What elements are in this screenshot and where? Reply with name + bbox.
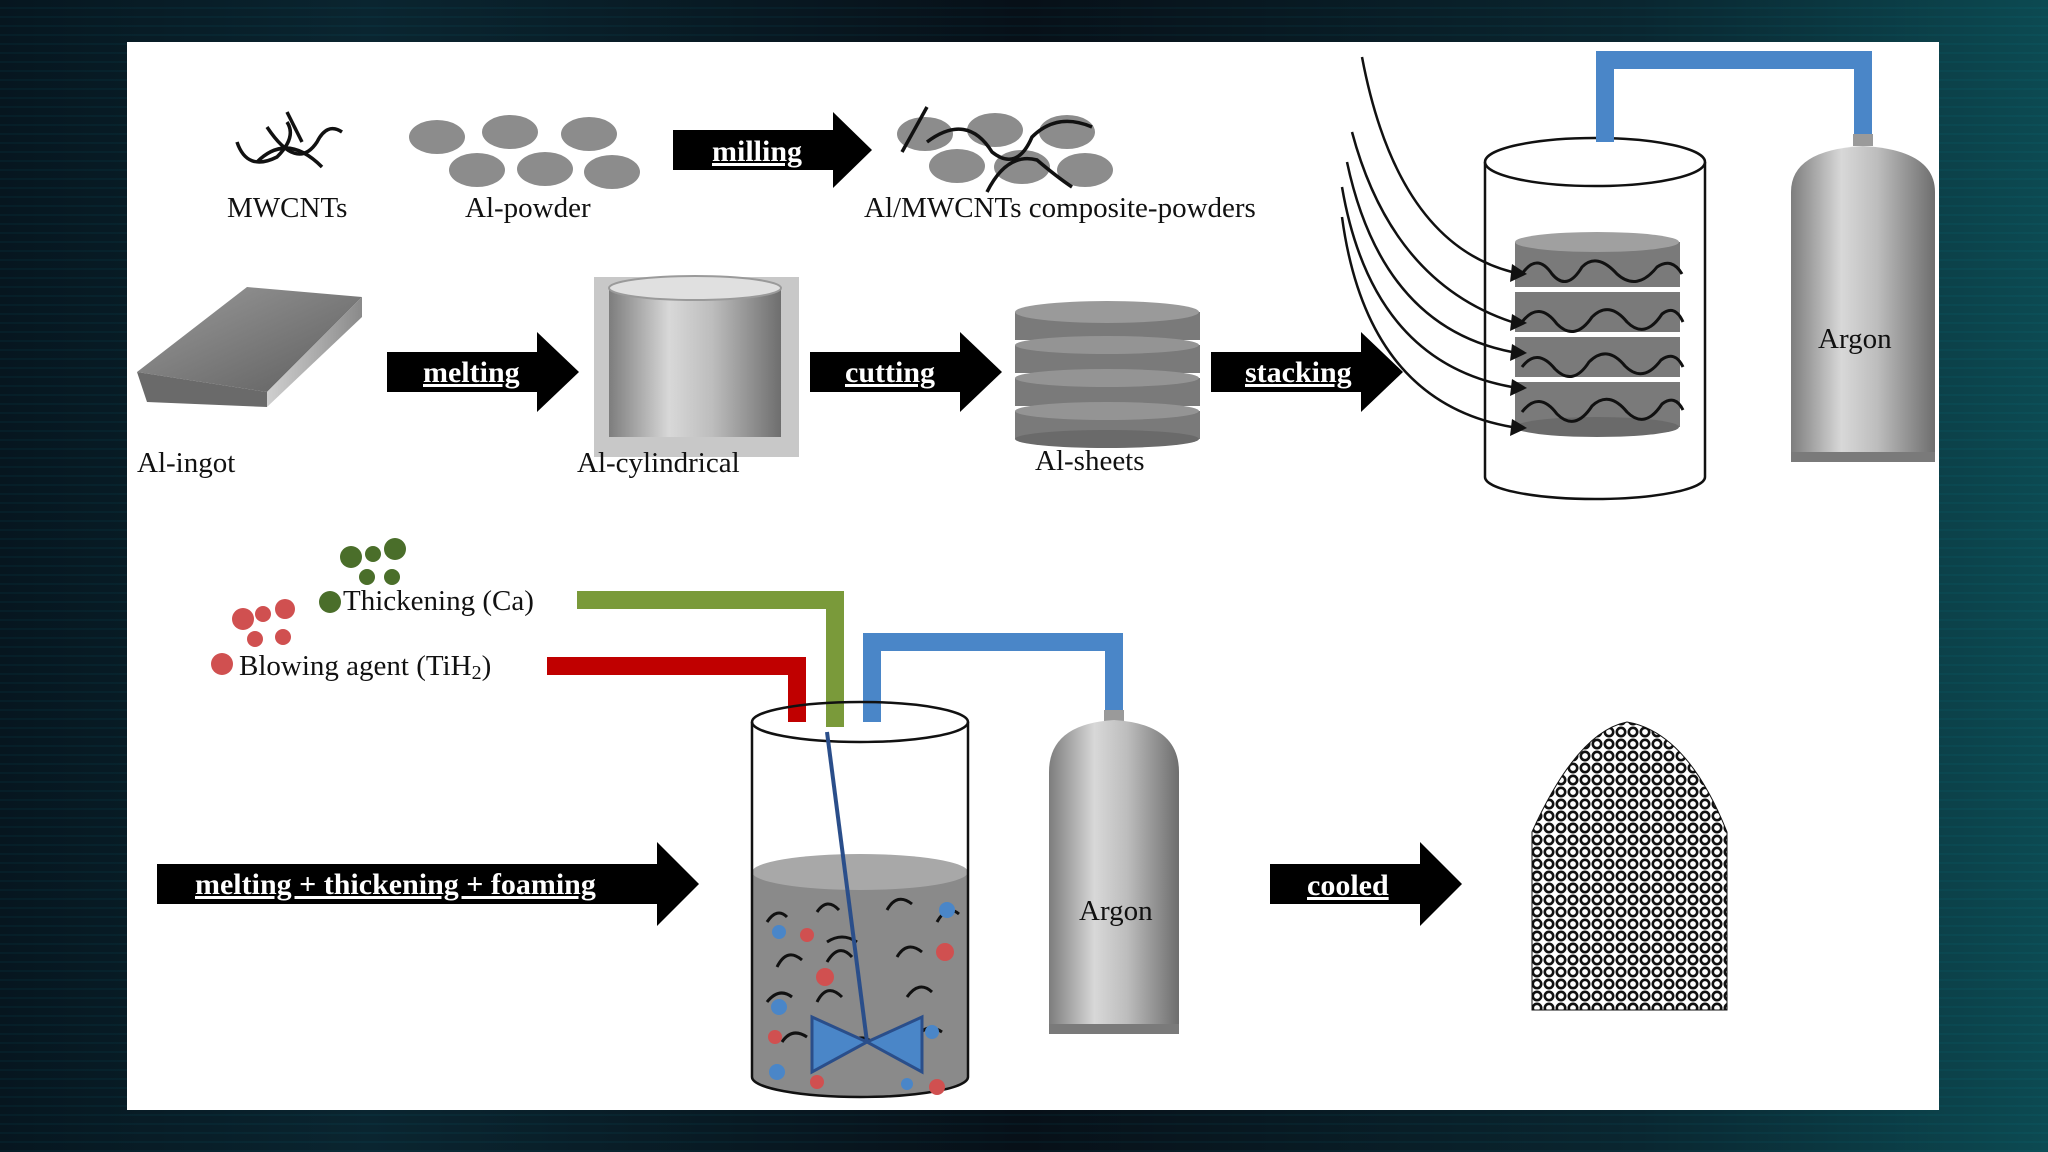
al-ingot-label: Al-ingot	[137, 447, 235, 479]
argon-top-label: Argon	[1818, 323, 1892, 355]
blowing-agent-pipe	[547, 657, 806, 722]
composite-powders-label: Al/MWCNTs composite-powders	[864, 192, 1256, 224]
stacking-arrow: stacking	[1211, 332, 1403, 412]
argon-tank-bottom	[1049, 710, 1179, 1034]
cooled-arrow: cooled	[1270, 842, 1462, 926]
al-sheets-icon	[1015, 301, 1200, 448]
foaming-label: melting + thickening + foaming	[195, 868, 596, 901]
milling-arrow: milling	[673, 112, 872, 188]
al-powder-label: Al-powder	[465, 192, 591, 224]
foaming-vessel	[750, 700, 970, 1099]
stirrer-blade	[810, 1014, 924, 1075]
particles	[768, 902, 955, 1095]
melting-label: melting	[423, 356, 520, 389]
blowing-agent-label: Blowing agent (TiH2)	[239, 650, 491, 684]
stirrer-shaft	[825, 731, 869, 1043]
cooled-label: cooled	[1307, 869, 1389, 902]
al-powder-icon	[409, 115, 640, 189]
argon-tank-top	[1791, 134, 1935, 462]
stacking-vessel	[1340, 56, 1707, 501]
cutting-label: cutting	[845, 356, 935, 389]
blowing-agent-dots	[211, 599, 295, 675]
thickening-label: Thickening (Ca)	[343, 585, 534, 617]
stacking-label: stacking	[1245, 356, 1352, 389]
thickening-pipe	[577, 591, 844, 727]
composite-layers	[1520, 259, 1685, 423]
milling-label: milling	[712, 135, 802, 168]
blowing-agent-subscript: 2	[472, 662, 482, 684]
diagram-slide: MWCNTs Al-powder milling Al/MWCNTs compo…	[127, 42, 1939, 1110]
blowing-agent-close: )	[482, 650, 492, 682]
argon-pipe-top	[1596, 51, 1872, 142]
al-cylindrical-label: Al-cylindrical	[577, 447, 740, 479]
mwcnts-icon	[235, 111, 343, 169]
argon-bottom-label: Argon	[1079, 895, 1153, 927]
al-cylindrical-icon	[594, 275, 799, 457]
composite-powders-icon	[897, 106, 1113, 193]
injection-arrows	[1340, 56, 1513, 429]
melting-arrow: melting	[387, 332, 579, 412]
al-sheets-label: Al-sheets	[1035, 445, 1145, 477]
al-ingot-icon	[137, 287, 362, 407]
argon-pipe-bottom	[863, 633, 1123, 722]
thickening-dots	[319, 538, 406, 613]
cutting-arrow: cutting	[810, 332, 1002, 412]
metal-foam	[1531, 721, 1728, 1011]
mwcnts-label: MWCNTs	[227, 192, 347, 224]
blowing-agent-text: Blowing agent (TiH	[239, 650, 472, 682]
foaming-arrow: melting + thickening + foaming	[157, 842, 699, 926]
